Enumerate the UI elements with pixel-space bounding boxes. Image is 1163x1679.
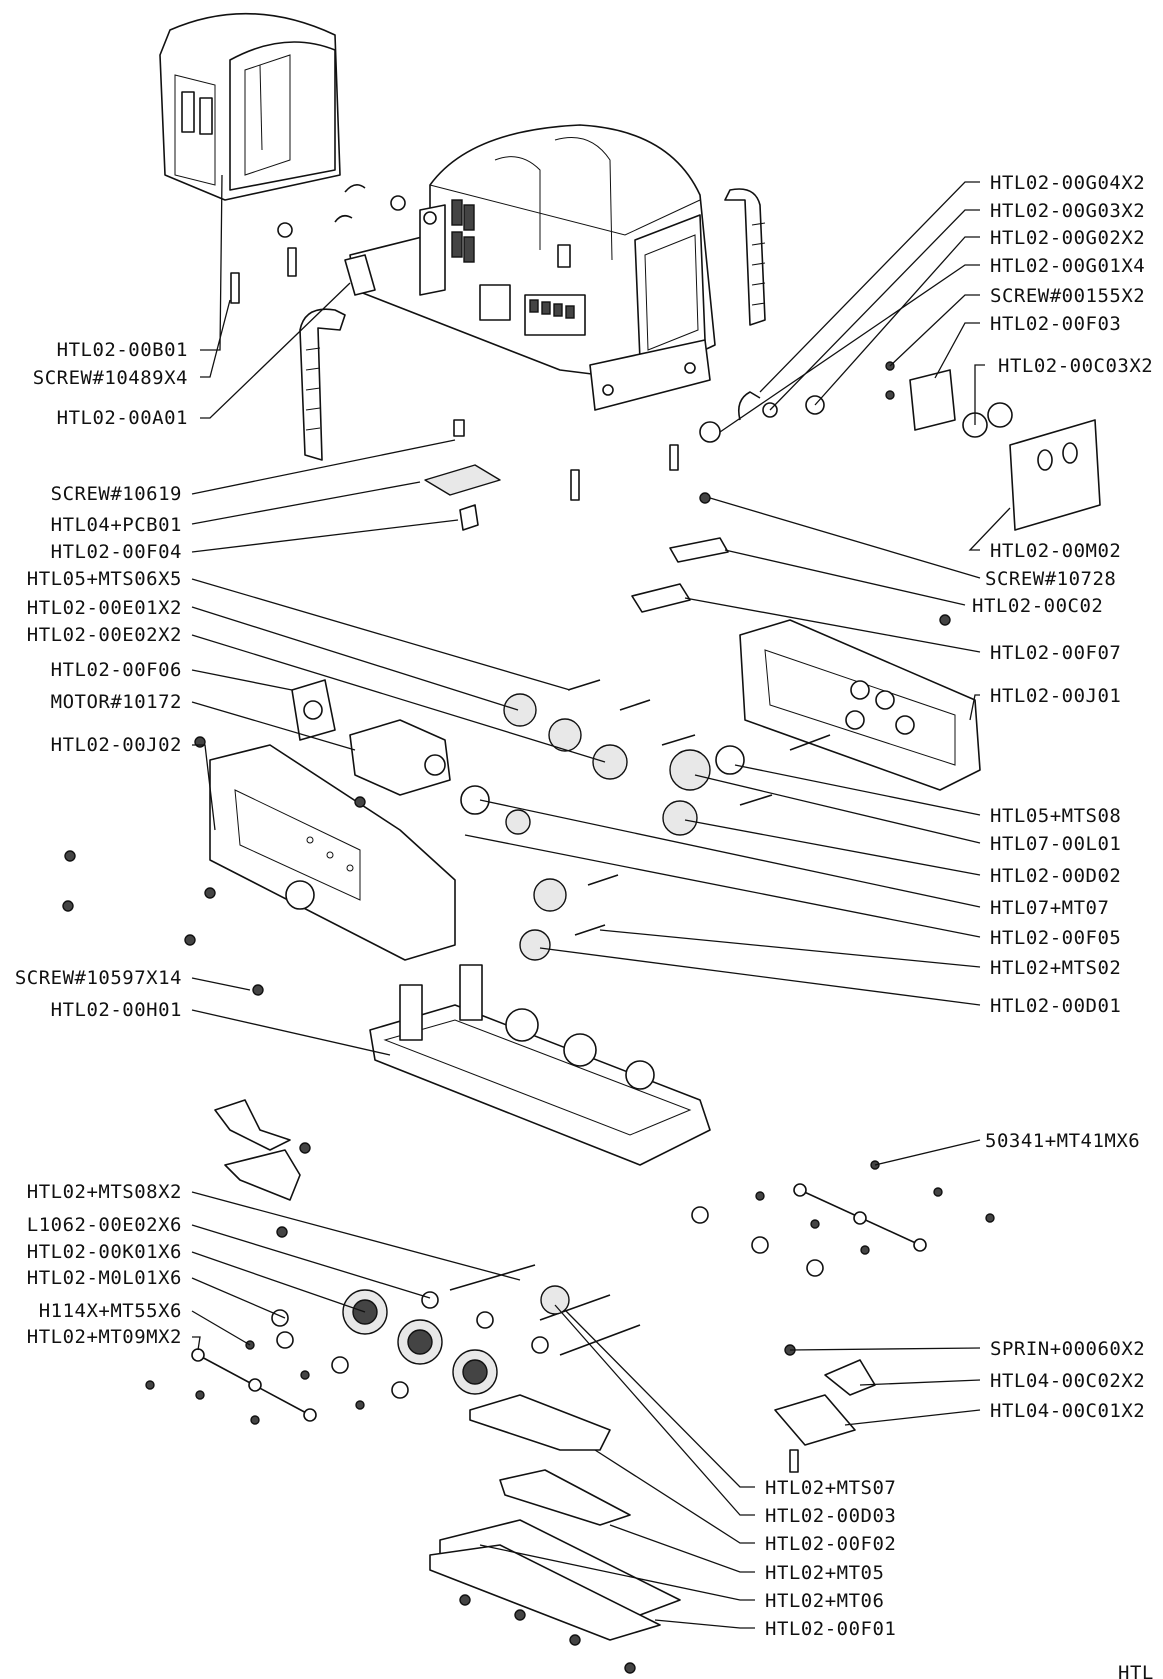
pcb (424, 464, 501, 531)
chassis-half-j01 (739, 619, 981, 791)
coupling-hooks (699, 361, 895, 443)
label-htl02-00d02: HTL02-00D02 (990, 865, 1121, 887)
label-htl02-00g04x2: HTL02-00G04X2 (990, 172, 1145, 194)
coupler-left (214, 1099, 311, 1238)
label-htl02-mts02: HTL02+MTS02 (990, 957, 1121, 979)
label-htl02-00f01: HTL02-00F01 (765, 1618, 896, 1640)
label-htl02-00d01: HTL02-00D01 (990, 995, 1121, 1017)
label-htl02-00j02: HTL02-00J02 (51, 734, 182, 756)
label-screw-10728: SCREW#10728 (985, 568, 1116, 590)
label-htl07-00l01: HTL07-00L01 (990, 833, 1121, 855)
label-50341-mt41mx6: 50341+MT41MX6 (985, 1130, 1140, 1152)
label-htl02-mt09mx2: HTL02+MT09MX2 (27, 1326, 182, 1348)
label-htl05-mts06x5: HTL05+MTS06X5 (27, 568, 182, 590)
gears-and-shafts (460, 679, 831, 961)
label-htl02-00g01x4: HTL02-00G01X4 (990, 255, 1145, 277)
label-htl02-00e01x2: HTL02-00E01X2 (27, 597, 182, 619)
plate-f03 (909, 369, 1013, 438)
label-htl02-mt06: HTL02+MT06 (765, 1590, 884, 1612)
label-htl02-00d03: HTL02-00D03 (765, 1505, 896, 1527)
cab-shell (159, 12, 341, 201)
handrail-left (299, 308, 346, 461)
leader-lines (191, 174, 1011, 1629)
label-h114x-mt55x6: H114X+MT55X6 (39, 1300, 182, 1322)
labels-bottom: HTL02+MTS07 HTL02-00D03 HTL02-00F02 HTL0… (765, 1477, 896, 1640)
coupler-right (774, 1344, 876, 1473)
label-screw-00155x2: SCREW#00155X2 (990, 285, 1145, 307)
labels-right: HTL02-00G04X2 HTL02-00G03X2 HTL02-00G02X… (972, 172, 1153, 1422)
label-screw-10597x14: SCREW#10597X14 (15, 967, 182, 989)
label-htl02-00g02x2: HTL02-00G02X2 (990, 227, 1145, 249)
label-htl02-00m02: HTL02-00M02 (990, 540, 1121, 562)
label-htl02-00k01x6: HTL02-00K01X6 (27, 1241, 182, 1263)
label-htl02-00f03: HTL02-00F03 (990, 313, 1121, 335)
motor (291, 679, 451, 796)
corner-fragment: HTL (1118, 1662, 1154, 1679)
plate-m02 (1009, 419, 1101, 531)
label-htl04-pcb01: HTL04+PCB01 (51, 514, 182, 536)
label-htl02-00g03x2: HTL02-00G03X2 (990, 200, 1145, 222)
label-htl02-00h01: HTL02-00H01 (51, 999, 182, 1021)
label-htl02-00c03x2: HTL02-00C03X2 (998, 355, 1153, 377)
label-htl05-mts08: HTL05+MTS08 (990, 805, 1121, 827)
clips-c02-f07 (631, 492, 951, 626)
coupling-rod-right (691, 1160, 995, 1277)
label-htl02-mts08x2: HTL02+MTS08X2 (27, 1181, 182, 1203)
label-htl02-mts07: HTL02+MTS07 (765, 1477, 896, 1499)
label-htl02-m0l01x6: HTL02-M0L01X6 (27, 1267, 182, 1289)
label-htl04-00c02x2: HTL04-00C02X2 (990, 1370, 1145, 1392)
label-htl02-00f05: HTL02-00F05 (990, 927, 1121, 949)
label-sprin-00060x2: SPRIN+00060X2 (990, 1338, 1145, 1360)
body-shell (344, 124, 716, 411)
handrail-right (724, 188, 766, 326)
frame-plates-bottom (429, 1394, 681, 1674)
label-l1062-00e02x6: L1062-00E02X6 (27, 1214, 182, 1236)
label-htl04-00c01x2: HTL04-00C01X2 (990, 1400, 1145, 1422)
label-htl02-00f07: HTL02-00F07 (990, 642, 1121, 664)
label-htl02-00f06: HTL02-00F06 (51, 659, 182, 681)
chassis-frame-h01 (369, 964, 711, 1166)
label-screw-10619: SCREW#10619 (51, 483, 182, 505)
label-htl02-00j01: HTL02-00J01 (990, 685, 1121, 707)
label-htl07-mt07: HTL07+MT07 (990, 897, 1109, 919)
chassis-half-j02 (209, 744, 456, 961)
label-htl02-00f02: HTL02-00F02 (765, 1533, 896, 1555)
coupling-rod-left (145, 1309, 409, 1425)
label-htl02-00e02x2: HTL02-00E02X2 (27, 624, 182, 646)
label-htl02-00a01: HTL02-00A01 (57, 407, 188, 429)
labels-left: HTL02-00B01 SCREW#10489X4 HTL02-00A01 SC… (15, 339, 188, 1348)
label-motor-10172: MOTOR#10172 (51, 691, 182, 713)
small-screws-top (230, 184, 679, 501)
label-htl02-00f04: HTL02-00F04 (51, 541, 182, 563)
label-htl02-00c02: HTL02-00C02 (972, 595, 1103, 617)
label-htl02-00b01: HTL02-00B01 (57, 339, 188, 361)
label-screw-10489x4: SCREW#10489X4 (33, 367, 188, 389)
label-htl02-mt05: HTL02+MT05 (765, 1562, 884, 1584)
